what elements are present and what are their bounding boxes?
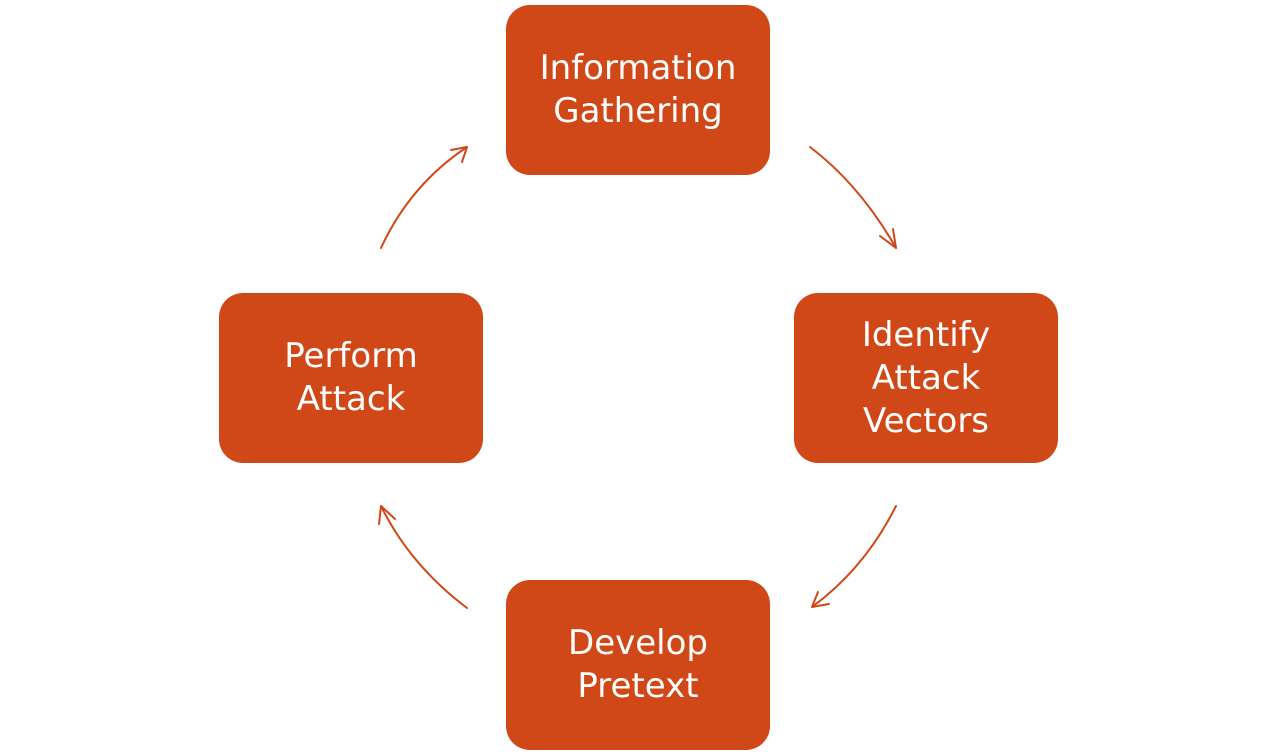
arrowhead-vectors-to-pretext — [811, 591, 830, 608]
node-develop-pretext-label: Develop Pretext — [568, 622, 708, 708]
arrowhead-gathering-to-vectors — [879, 228, 897, 249]
node-develop-pretext: Develop Pretext — [506, 580, 770, 750]
node-label-line: Identify — [861, 314, 991, 355]
node-label-line: Perform — [284, 336, 418, 376]
node-label-line: Gathering — [553, 91, 723, 131]
node-label-line: Vectors — [862, 400, 990, 441]
node-identify-attack-vectors-label: Identify Attack Vectors — [862, 314, 990, 443]
node-label-line: Information — [539, 48, 737, 88]
arrowhead-pretext-to-attack — [378, 505, 396, 525]
node-label-line: Develop — [568, 623, 708, 663]
node-perform-attack-label: Perform Attack — [284, 335, 417, 421]
arrow-pretext-to-attack — [380, 505, 468, 609]
node-perform-attack: Perform Attack — [219, 293, 483, 463]
node-label-line: Pretext — [577, 666, 699, 706]
node-identify-attack-vectors: Identify Attack Vectors — [794, 293, 1058, 463]
node-label-line: Attack — [871, 357, 981, 398]
arrow-attack-to-gathering — [380, 146, 468, 249]
node-information-gathering-label: Information Gathering — [540, 47, 737, 133]
arrowhead-attack-to-gathering — [450, 146, 468, 163]
arrow-vectors-to-pretext — [811, 505, 897, 608]
arrow-gathering-to-vectors — [809, 146, 897, 249]
node-label-line: Attack — [296, 379, 406, 419]
node-information-gathering: Information Gathering — [506, 5, 770, 175]
